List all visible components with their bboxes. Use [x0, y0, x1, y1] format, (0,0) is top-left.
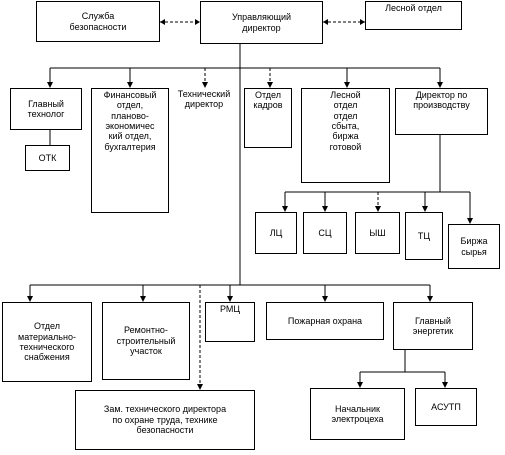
node-security-label: Служба безопасности — [69, 11, 127, 32]
node-supply: Отдел материально- технического снабжени… — [2, 302, 92, 382]
node-raw-exchange: Биржа сырья — [448, 224, 500, 269]
node-security: Служба безопасности — [36, 1, 160, 42]
arrowhead — [427, 296, 433, 302]
node-forest-sales-label: Лесной отдел отдел сбыта, биржа готовой — [329, 90, 362, 152]
node-sc: СЦ — [303, 212, 347, 254]
node-asutp-label: АСУТП — [431, 401, 461, 412]
arrowhead — [267, 82, 273, 88]
arrowhead — [195, 19, 200, 25]
node-asutp: АСУТП — [415, 388, 477, 426]
node-director-label: Управляющий директор — [231, 12, 292, 33]
node-fire: Пожарная охрана — [266, 302, 384, 340]
arrowhead — [322, 206, 328, 212]
node-tech-dir: Технический директор — [172, 88, 236, 158]
arrowhead — [227, 296, 233, 302]
node-finance: Финансовый отдел, планово- экономичес ки… — [91, 88, 169, 213]
node-lc: ЛЦ — [255, 212, 297, 254]
arrowhead — [47, 82, 53, 88]
node-deputy-safety: Зам. технического директора по охране тр… — [75, 390, 255, 450]
node-repair: Ремонтно- строительный участок — [102, 302, 190, 380]
node-otk: ОТК — [25, 145, 70, 171]
node-director: Управляющий директор — [200, 1, 323, 44]
node-tc-label: ТЦ — [417, 230, 431, 241]
node-rmc-label: РМЦ — [219, 304, 241, 314]
node-forest-top-label: Лесной отдел — [385, 3, 442, 13]
arrowhead — [322, 296, 328, 302]
node-prod-dir-label: Директор по производству — [413, 90, 470, 111]
node-chief-tech: Главный технолог — [10, 88, 82, 130]
node-sc-label: СЦ — [318, 227, 332, 238]
arrowhead — [140, 296, 146, 302]
node-otk-label: ОТК — [38, 152, 57, 163]
node-forest-top: Лесной отдел — [365, 1, 462, 30]
node-deputy-safety-label: Зам. технического директора по охране тр… — [103, 404, 227, 436]
node-chief-tech-label: Главный технолог — [27, 98, 65, 119]
arrowhead — [422, 206, 428, 212]
arrowhead — [160, 19, 165, 25]
arrowhead — [467, 218, 473, 224]
node-rmc: РМЦ — [205, 302, 255, 342]
node-raw-exchange-label: Биржа сырья — [460, 236, 488, 257]
arrowhead — [360, 19, 365, 25]
arrowhead — [437, 82, 443, 88]
node-fire-label: Пожарная охрана — [287, 315, 363, 326]
node-chief-energy: Главный энергетик — [393, 302, 473, 350]
node-ysh: ЫШ — [355, 212, 400, 254]
arrowhead — [323, 19, 328, 25]
arrowhead — [344, 82, 350, 88]
arrowhead — [127, 82, 133, 88]
node-finance-label: Финансовый отдел, планово- экономичес ки… — [103, 90, 157, 152]
node-repair-label: Ремонтно- строительный участок — [116, 325, 176, 357]
arrowhead — [197, 384, 203, 390]
node-tc: ТЦ — [405, 212, 443, 260]
node-chief-energy-label: Главный энергетик — [412, 315, 454, 336]
node-hr-label: Отдел кадров — [253, 90, 283, 111]
node-forest-sales: Лесной отдел отдел сбыта, биржа готовой — [301, 88, 390, 183]
arrowhead — [282, 206, 288, 212]
node-ysh-label: ЫШ — [369, 227, 386, 238]
arrowhead — [202, 82, 208, 88]
node-electro-head-label: Начальник электроцеха — [331, 403, 384, 424]
arrowhead — [375, 206, 381, 212]
node-supply-label: Отдел материально- технического снабжени… — [18, 321, 76, 363]
arrowhead — [357, 382, 363, 388]
node-electro-head: Начальник электроцеха — [310, 388, 405, 440]
node-tech-dir-label: Технический директор — [177, 89, 231, 110]
arrowhead — [442, 382, 448, 388]
node-prod-dir: Директор по производству — [395, 88, 488, 135]
node-hr: Отдел кадров — [244, 88, 292, 148]
node-lc-label: ЛЦ — [269, 227, 283, 238]
arrowhead — [27, 296, 33, 302]
